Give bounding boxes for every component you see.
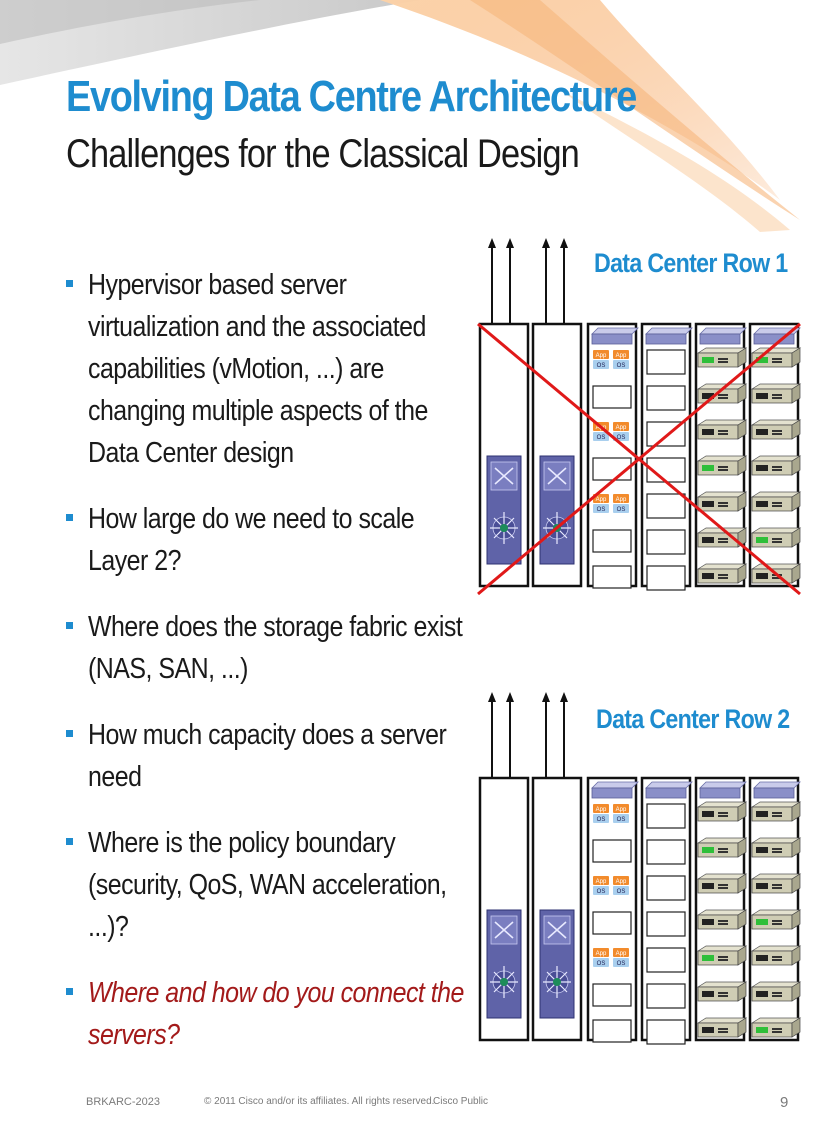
bullet-item: Hypervisor based server virtualization a… — [66, 264, 486, 474]
svg-text:App: App — [616, 497, 627, 503]
rack-server-icon — [750, 383, 802, 404]
svg-text:App: App — [596, 879, 607, 885]
svg-text:App: App — [616, 951, 627, 957]
rack-server-icon — [696, 491, 748, 512]
network-switch-chassis-icon — [486, 455, 522, 565]
bullet-marker-icon — [66, 280, 73, 287]
row-2-label: Data Center Row 2 — [596, 704, 790, 734]
svg-text:OS: OS — [597, 435, 606, 441]
server-rack — [694, 776, 748, 1042]
svg-text:OS: OS — [597, 507, 606, 513]
svg-text:App: App — [616, 353, 627, 359]
rack-server-icon — [696, 801, 748, 822]
server-rack — [478, 776, 530, 1042]
footer-session-id: BRKARC-2023 — [86, 1096, 160, 1108]
bullet-item: Where is the policy boundary (security, … — [66, 822, 486, 948]
slide-title: Evolving Data Centre Architecture — [66, 72, 637, 121]
page-number: 9 — [780, 1094, 789, 1111]
rack-server-icon — [696, 563, 748, 584]
network-switch-chassis-icon — [486, 909, 522, 1019]
network-switch-chassis-icon — [539, 909, 575, 1019]
server-rack — [478, 322, 530, 588]
svg-text:App: App — [616, 807, 627, 813]
svg-text:OS: OS — [597, 961, 606, 967]
bullet-item-emphasis: Where and how do you connect the servers… — [66, 972, 486, 1056]
rack-server-icon — [696, 1017, 748, 1038]
svg-text:OS: OS — [617, 961, 626, 967]
svg-text:OS: OS — [617, 435, 626, 441]
rack-server-icon — [750, 837, 802, 858]
svg-text:OS: OS — [597, 817, 606, 823]
footer-classification: Cisco Public — [433, 1096, 489, 1107]
bullet-list: Hypervisor based server virtualization a… — [66, 264, 486, 1080]
rack-server-icon — [750, 419, 802, 440]
rack-server-icon — [750, 909, 802, 930]
server-rack — [694, 322, 748, 588]
bullet-marker-icon — [66, 622, 73, 629]
svg-text:OS: OS — [617, 507, 626, 513]
rack-server-icon — [750, 1017, 802, 1038]
rack-server-icon — [696, 837, 748, 858]
bullet-marker-icon — [66, 730, 73, 737]
slide-subtitle: Challenges for the Classical Design — [66, 132, 580, 176]
rack-server-icon — [750, 491, 802, 512]
row-1-label: Data Center Row 1 — [594, 248, 788, 278]
rack-server-icon — [696, 527, 748, 548]
bullet-item: How large do we need to scale Layer 2? — [66, 498, 486, 582]
network-switch-chassis-icon — [539, 455, 575, 565]
rack-server-icon — [750, 527, 802, 548]
svg-text:App: App — [596, 353, 607, 359]
rack-server-icon — [696, 909, 748, 930]
svg-text:OS: OS — [597, 889, 606, 895]
rack-server-icon — [696, 945, 748, 966]
rack-server-icon — [750, 455, 802, 476]
bullet-item: How much capacity does a server need — [66, 714, 486, 798]
rack-server-icon — [750, 801, 802, 822]
rack-server-icon — [750, 981, 802, 1002]
rack-server-icon — [696, 347, 748, 368]
footer-copyright: © 2011 Cisco and/or its affiliates. All … — [204, 1096, 435, 1107]
svg-text:OS: OS — [617, 889, 626, 895]
svg-text:OS: OS — [617, 363, 626, 369]
rack-server-icon — [696, 383, 748, 404]
rack-server-icon — [696, 873, 748, 894]
rack-server-icon — [750, 945, 802, 966]
rack-server-icon — [696, 419, 748, 440]
server-rack — [640, 322, 693, 591]
svg-text:App: App — [596, 807, 607, 813]
svg-text:App: App — [596, 951, 607, 957]
svg-text:OS: OS — [597, 363, 606, 369]
server-rack — [748, 776, 802, 1042]
rack-server-icon — [750, 873, 802, 894]
background-swoosh — [0, 0, 800, 232]
bullet-marker-icon — [66, 988, 73, 995]
bullet-item: Where does the storage fabric exist (NAS… — [66, 606, 486, 690]
svg-text:App: App — [616, 425, 627, 431]
server-rack — [531, 322, 583, 588]
server-rack — [531, 776, 583, 1042]
rack-server-icon — [696, 981, 748, 1002]
server-rack — [748, 322, 802, 588]
bullet-marker-icon — [66, 514, 73, 521]
red-cross-mark — [477, 322, 801, 596]
svg-text:App: App — [596, 497, 607, 503]
bullet-marker-icon — [66, 838, 73, 845]
svg-text:OS: OS — [617, 817, 626, 823]
server-rack — [640, 776, 693, 1045]
rack-server-icon — [696, 455, 748, 476]
svg-text:App: App — [616, 879, 627, 885]
